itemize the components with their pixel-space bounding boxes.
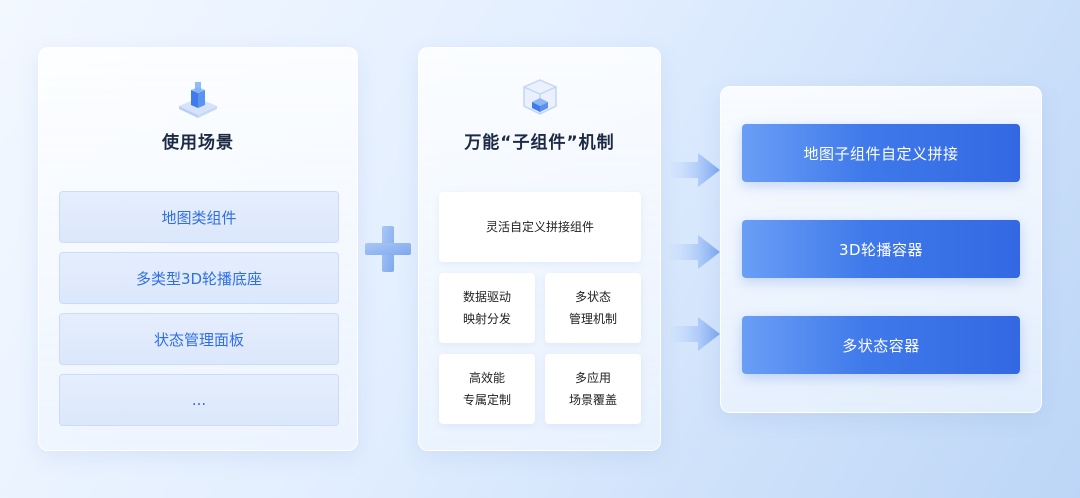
mechanism-title: 万能“子组件”机制 <box>464 133 615 153</box>
plus-icon <box>365 226 411 272</box>
mechanism-card-line1: 数据驱动 <box>462 290 511 304</box>
scenes-panel: 使用场景 地图类组件 多类型3D轮播底座 状态管理面板 ... <box>38 47 358 451</box>
chevron-arrow-icon <box>670 317 720 351</box>
mechanism-card-line2: 映射分发 <box>462 312 511 326</box>
result-3d-carousel-container: 3D轮播容器 <box>742 220 1020 278</box>
cube-frame-icon <box>522 79 557 115</box>
mechanism-card-line1: 多状态 <box>574 290 611 304</box>
scene-item-state-panel: 状态管理面板 <box>59 313 339 365</box>
result-multi-state-container: 多状态容器 <box>742 316 1020 374</box>
mechanism-card-high-performance: 高效能 专属定制 <box>439 354 535 424</box>
scene-item-map: 地图类组件 <box>59 191 339 243</box>
mechanism-card-line1: 多应用 <box>574 371 611 385</box>
mechanism-card-custom-assembly: 灵活自定义拼接组件 <box>439 192 641 262</box>
mechanism-card-multi-state: 多状态 管理机制 <box>545 273 641 343</box>
mechanism-card-line1: 高效能 <box>468 371 505 385</box>
mechanism-card-data-driven: 数据驱动 映射分发 <box>439 273 535 343</box>
cube-stack-icon <box>179 82 217 118</box>
scene-item-more: ... <box>59 374 339 426</box>
scene-item-3d-carousel: 多类型3D轮播底座 <box>59 252 339 304</box>
mechanism-card-line2: 专属定制 <box>462 393 511 407</box>
chevron-arrow-icon <box>670 153 720 187</box>
mechanism-card-label: 灵活自定义拼接组件 <box>485 220 594 234</box>
mechanism-card-multi-scene: 多应用 场景覆盖 <box>545 354 641 424</box>
chevron-arrow-icon <box>670 235 720 269</box>
mechanism-card-line2: 场景覆盖 <box>568 393 617 407</box>
results-panel: 地图子组件自定义拼接 3D轮播容器 多状态容器 <box>720 86 1042 413</box>
result-map-assembly: 地图子组件自定义拼接 <box>742 124 1020 182</box>
scenes-title: 使用场景 <box>162 133 234 153</box>
mechanism-card-line2: 管理机制 <box>568 312 617 326</box>
mechanism-panel: 万能“子组件”机制 灵活自定义拼接组件 数据驱动 映射分发 多状态 管理机制 高… <box>418 47 661 451</box>
